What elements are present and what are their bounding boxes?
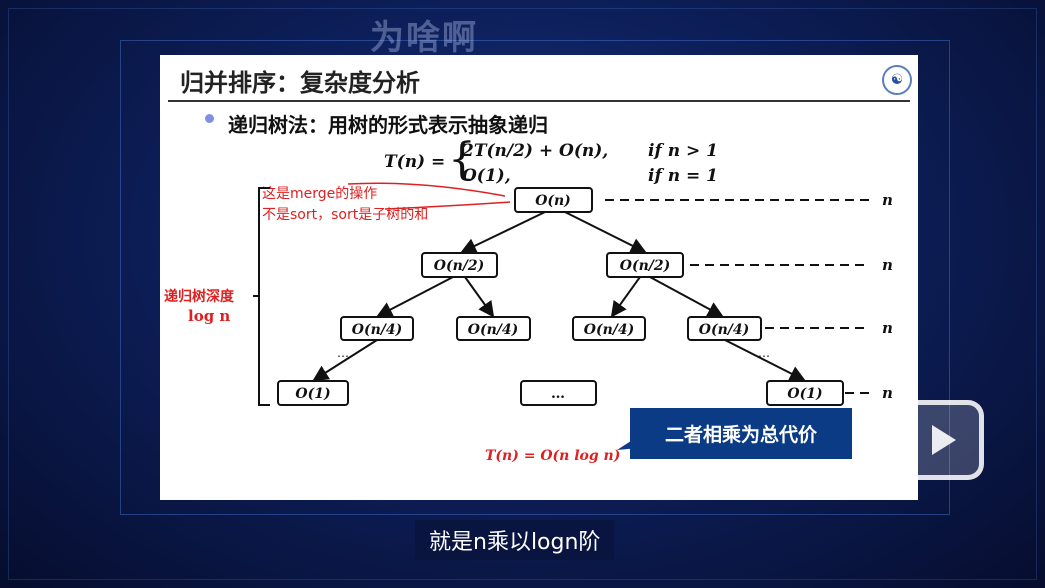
depth-label: 递归树深度 — [164, 288, 235, 305]
video-play-icon[interactable] — [898, 400, 984, 480]
level-cost: n — [882, 191, 893, 209]
recurrence-case2: O(1), — [462, 166, 511, 186]
tree-node — [277, 380, 349, 406]
depth-bracket — [253, 187, 270, 406]
level-cost: n — [882, 384, 893, 402]
node-label: O(1) — [787, 386, 822, 402]
watermark: 为啥啊 — [370, 18, 478, 58]
ellipsis-left: … — [337, 346, 349, 360]
tree-node-root — [514, 187, 593, 213]
node-label: … — [551, 386, 565, 402]
recurrence-cond2: if n = 1 — [648, 166, 718, 186]
node-label: O(n/2) — [620, 258, 670, 274]
ellipsis-right: … — [758, 346, 770, 360]
annotation-line-2: 不是sort，sort是子树的和 — [262, 207, 428, 223]
frame-decoration — [8, 8, 1037, 580]
tree-node — [456, 316, 531, 341]
recurrence-cond1: if n > 1 — [648, 141, 718, 161]
play-icon — [932, 425, 956, 455]
node-label: O(n/4) — [584, 322, 634, 338]
brace: { — [448, 134, 476, 185]
bullet-icon — [205, 114, 214, 123]
tree-node — [421, 252, 498, 278]
frame-decoration — [120, 40, 950, 515]
node-label: O(n/4) — [699, 322, 749, 338]
tree-node — [340, 316, 414, 341]
tree-node — [606, 252, 684, 278]
annotation-stroke — [384, 201, 511, 210]
tree-node — [766, 380, 844, 406]
tree-node — [520, 380, 597, 406]
university-logo: ☯ — [882, 65, 912, 95]
video-subtitle: 就是n乘以logn阶 — [415, 520, 615, 560]
annotation-line-1: 这是merge的操作 — [262, 185, 377, 202]
title-divider — [168, 100, 910, 102]
tree-node — [572, 316, 646, 341]
bullet-text: 递归树法：用树的形式表示抽象递归 — [228, 113, 548, 137]
node-label: O(1) — [295, 386, 330, 402]
annotation-arrow — [347, 182, 506, 197]
depth-value: log n — [188, 307, 230, 325]
node-label: O(n/4) — [468, 322, 518, 338]
callout-box: 二者相乘为总代价 — [630, 408, 852, 459]
slide-title: 归并排序：复杂度分析 — [180, 69, 420, 97]
node-label: O(n) — [535, 193, 571, 209]
recurrence-case1: 2T(n/2) + O(n), — [461, 141, 608, 161]
level-cost: n — [882, 256, 893, 274]
level-cost: n — [882, 319, 893, 337]
node-label: O(n/2) — [434, 258, 484, 274]
result-formula: T(n) = O(n log n) — [485, 448, 620, 464]
recurrence-lhs: T(n) = — [384, 152, 445, 172]
node-label: O(n/4) — [352, 322, 402, 338]
tree-node — [687, 316, 762, 341]
